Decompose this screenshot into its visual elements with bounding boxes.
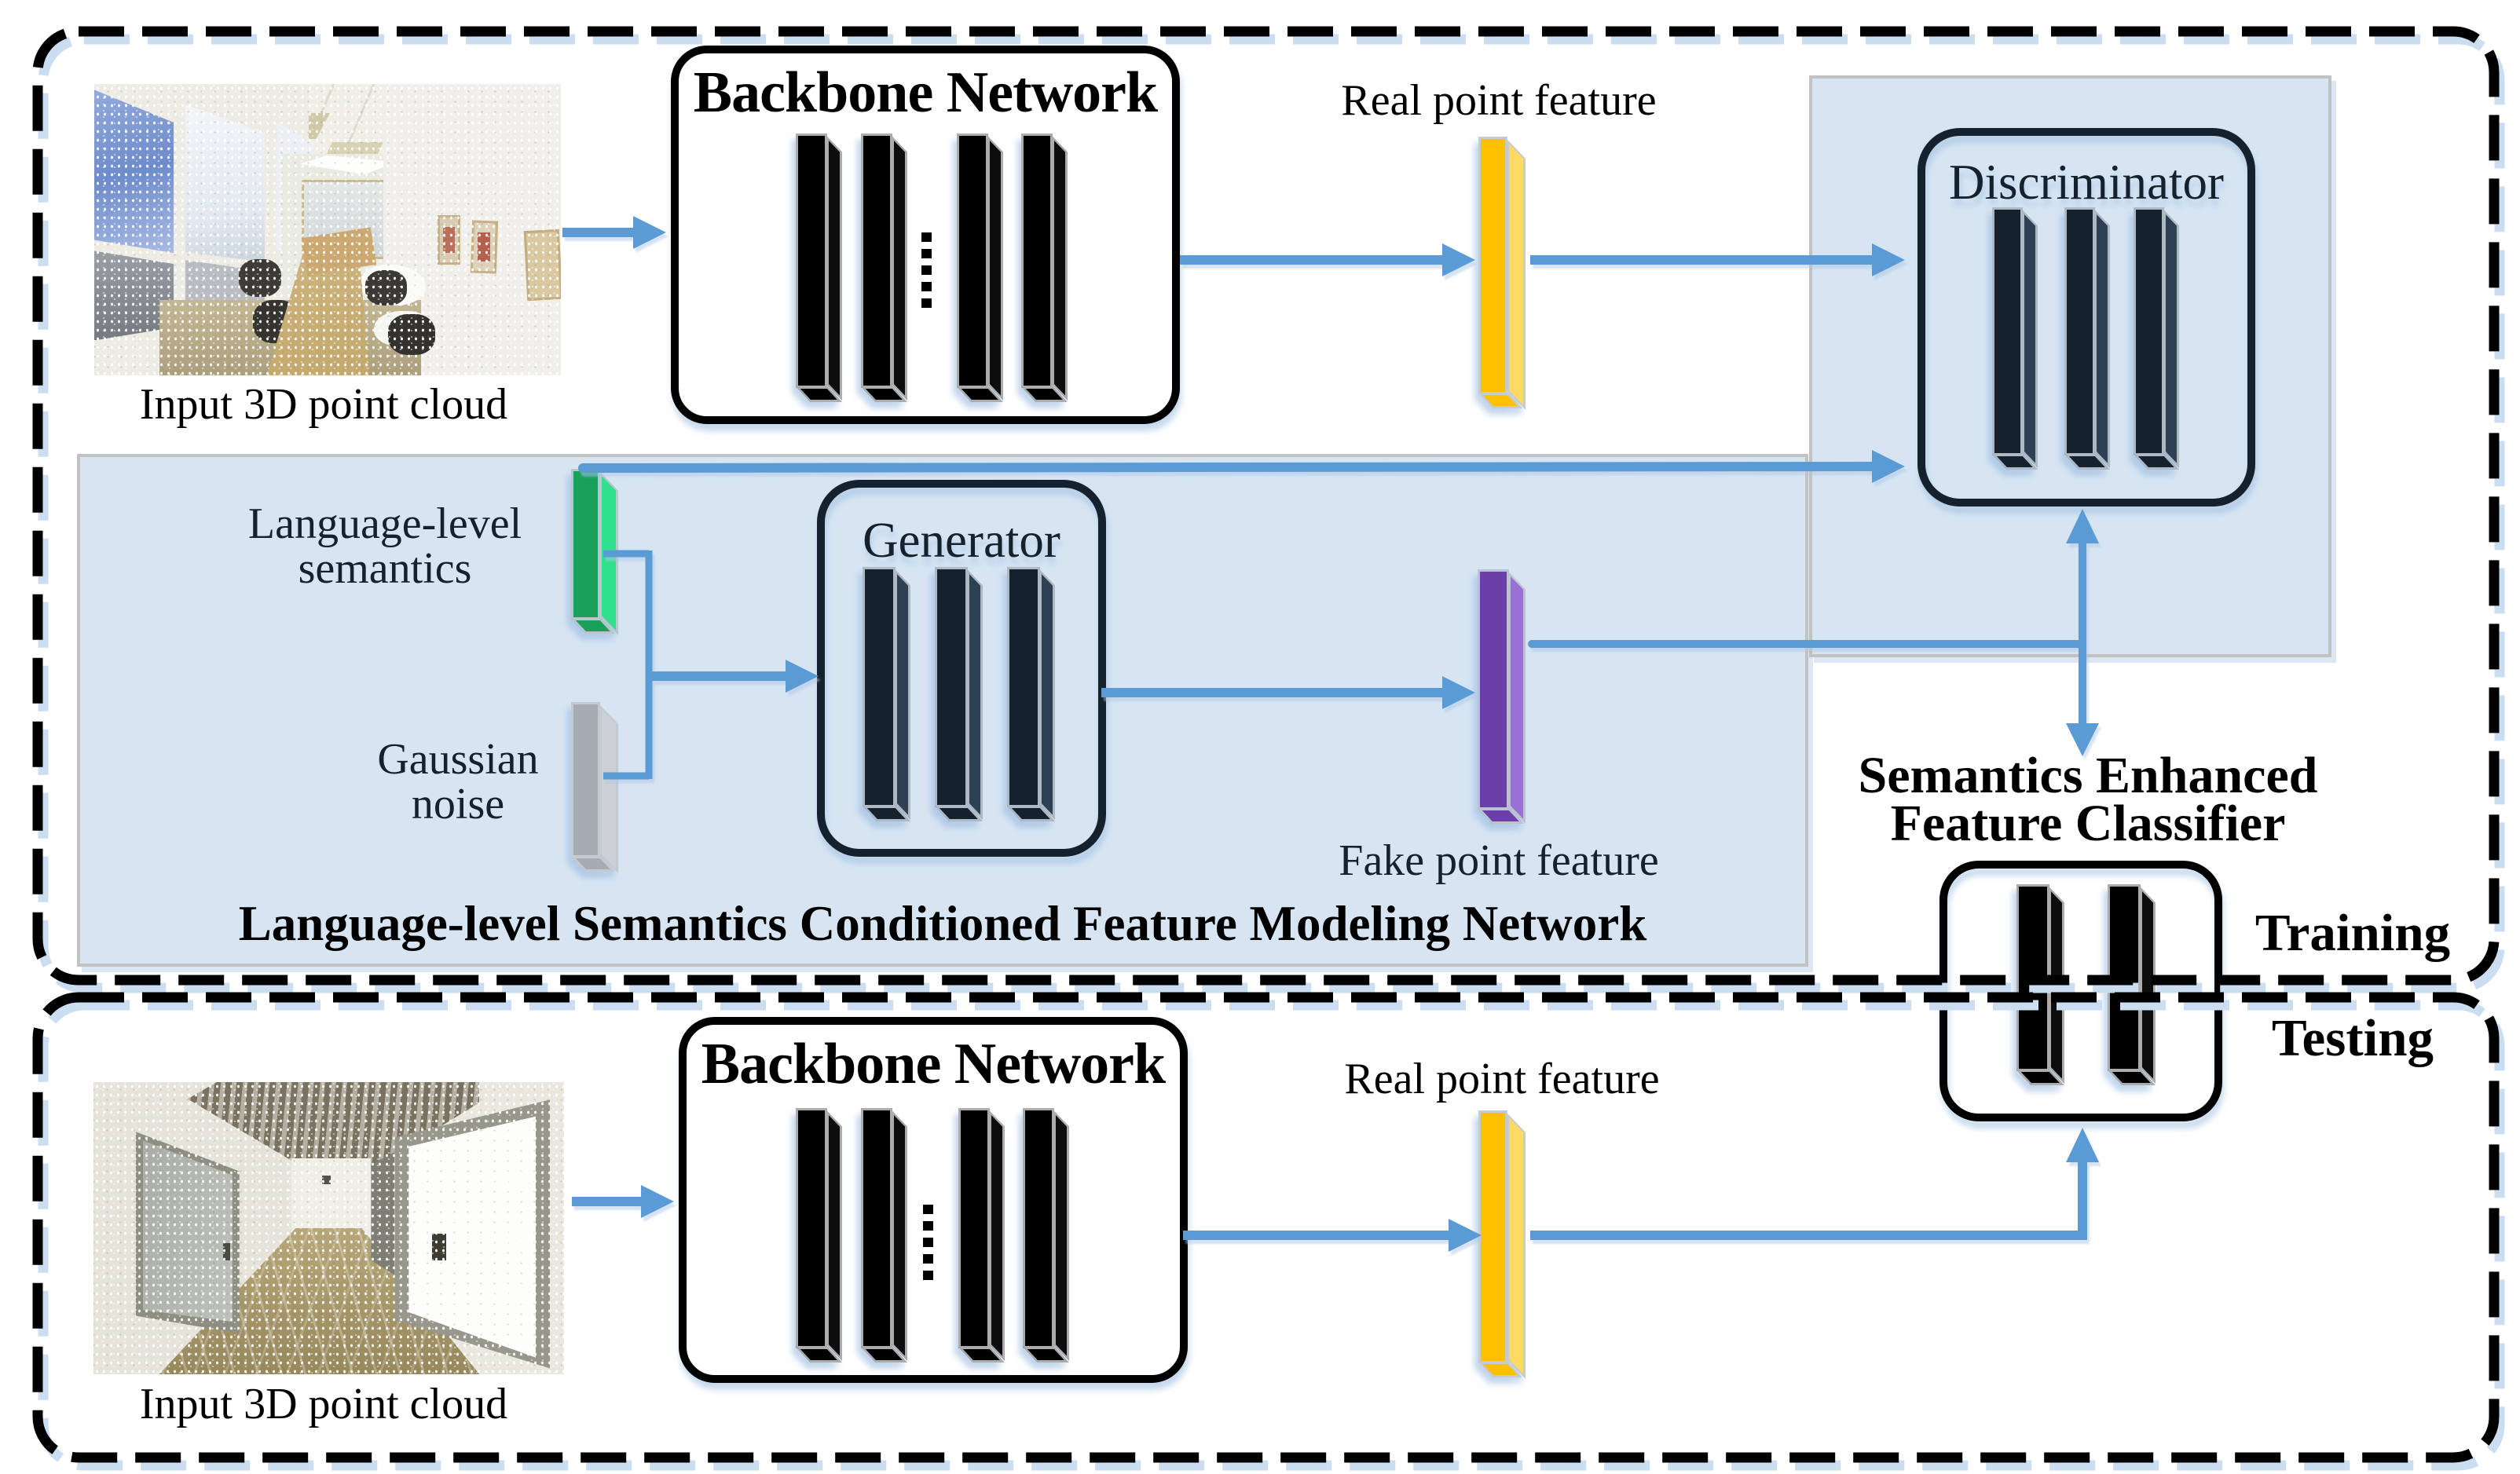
noise-caption-line2: noise [411, 780, 505, 829]
classifier-caption-line2: Feature Classifier [1890, 794, 2286, 852]
arrow-backbone-to-real-feature-training [1180, 243, 1475, 276]
fake-feature-to-discriminator-line [1528, 509, 2099, 648]
arrows [562, 216, 2099, 1252]
discriminator-title: Discriminator [1949, 155, 2224, 210]
semantics-caption-line1: Language-level [247, 499, 522, 548]
generator-title: Generator [863, 513, 1060, 568]
training-section-border [32, 26, 2500, 986]
layers-ellipsis [923, 1205, 933, 1280]
arrow-generator-to-fake-feature [1101, 676, 1475, 709]
noise-caption-line1: Gaussian [377, 735, 539, 784]
arrow-semantics-to-discriminator [578, 450, 1905, 483]
arrow-discriminator-to-classifier [2066, 644, 2099, 756]
testing-section-tag: Testing [2271, 1009, 2434, 1067]
real-feature-caption-training: Real point feature [1341, 76, 1657, 125]
discriminator-box: Discriminator [1917, 128, 2255, 507]
semantics-noise-junction [603, 550, 653, 780]
arrow-backbone-to-real-feature-testing [1183, 1219, 1482, 1252]
backbone-title-training: Backbone Network [693, 60, 1158, 125]
dashed-border-shadow [38, 34, 2505, 1471]
point-cloud-speckle [94, 84, 561, 375]
backbone-title-testing: Backbone Network [701, 1032, 1166, 1096]
point-cloud-speckle [93, 1082, 564, 1374]
arrow-input-to-backbone-training [562, 216, 666, 249]
generator-box: Generator [817, 480, 1106, 857]
classifier-caption: Semantics Enhanced Feature Classifier [1813, 747, 2363, 852]
classifier-caption-line1: Semantics Enhanced [1858, 747, 2318, 804]
arrow-input-to-backbone-testing [572, 1185, 674, 1218]
training-section-tag: Training [2254, 904, 2451, 962]
point-cloud-image-training [94, 84, 561, 375]
input-caption-testing: Input 3D point cloud [139, 1380, 508, 1428]
backbone-network-box-testing: Backbone Network [679, 1017, 1188, 1383]
arrow-junction-to-generator [649, 660, 819, 693]
input-caption-training: Input 3D point cloud [139, 380, 508, 429]
feature-modeling-panel-title: Language-level Semantics Conditioned Fea… [238, 896, 1647, 951]
arrow-real-feature-to-discriminator [1530, 243, 1905, 276]
fake-feature-caption: Fake point feature [1339, 836, 1659, 885]
real-feature-caption-testing: Real point feature [1344, 1055, 1660, 1103]
semantics-caption-line2: semantics [298, 544, 472, 594]
layers-ellipsis [921, 232, 932, 308]
noise-caption: Gaussian noise [222, 737, 694, 827]
point-cloud-image-testing [93, 1082, 564, 1374]
testing-section-border [32, 992, 2500, 1463]
semantics-caption: Language-level semantics [149, 499, 621, 594]
arrow-real-feature-to-classifier [1530, 1128, 2099, 1240]
